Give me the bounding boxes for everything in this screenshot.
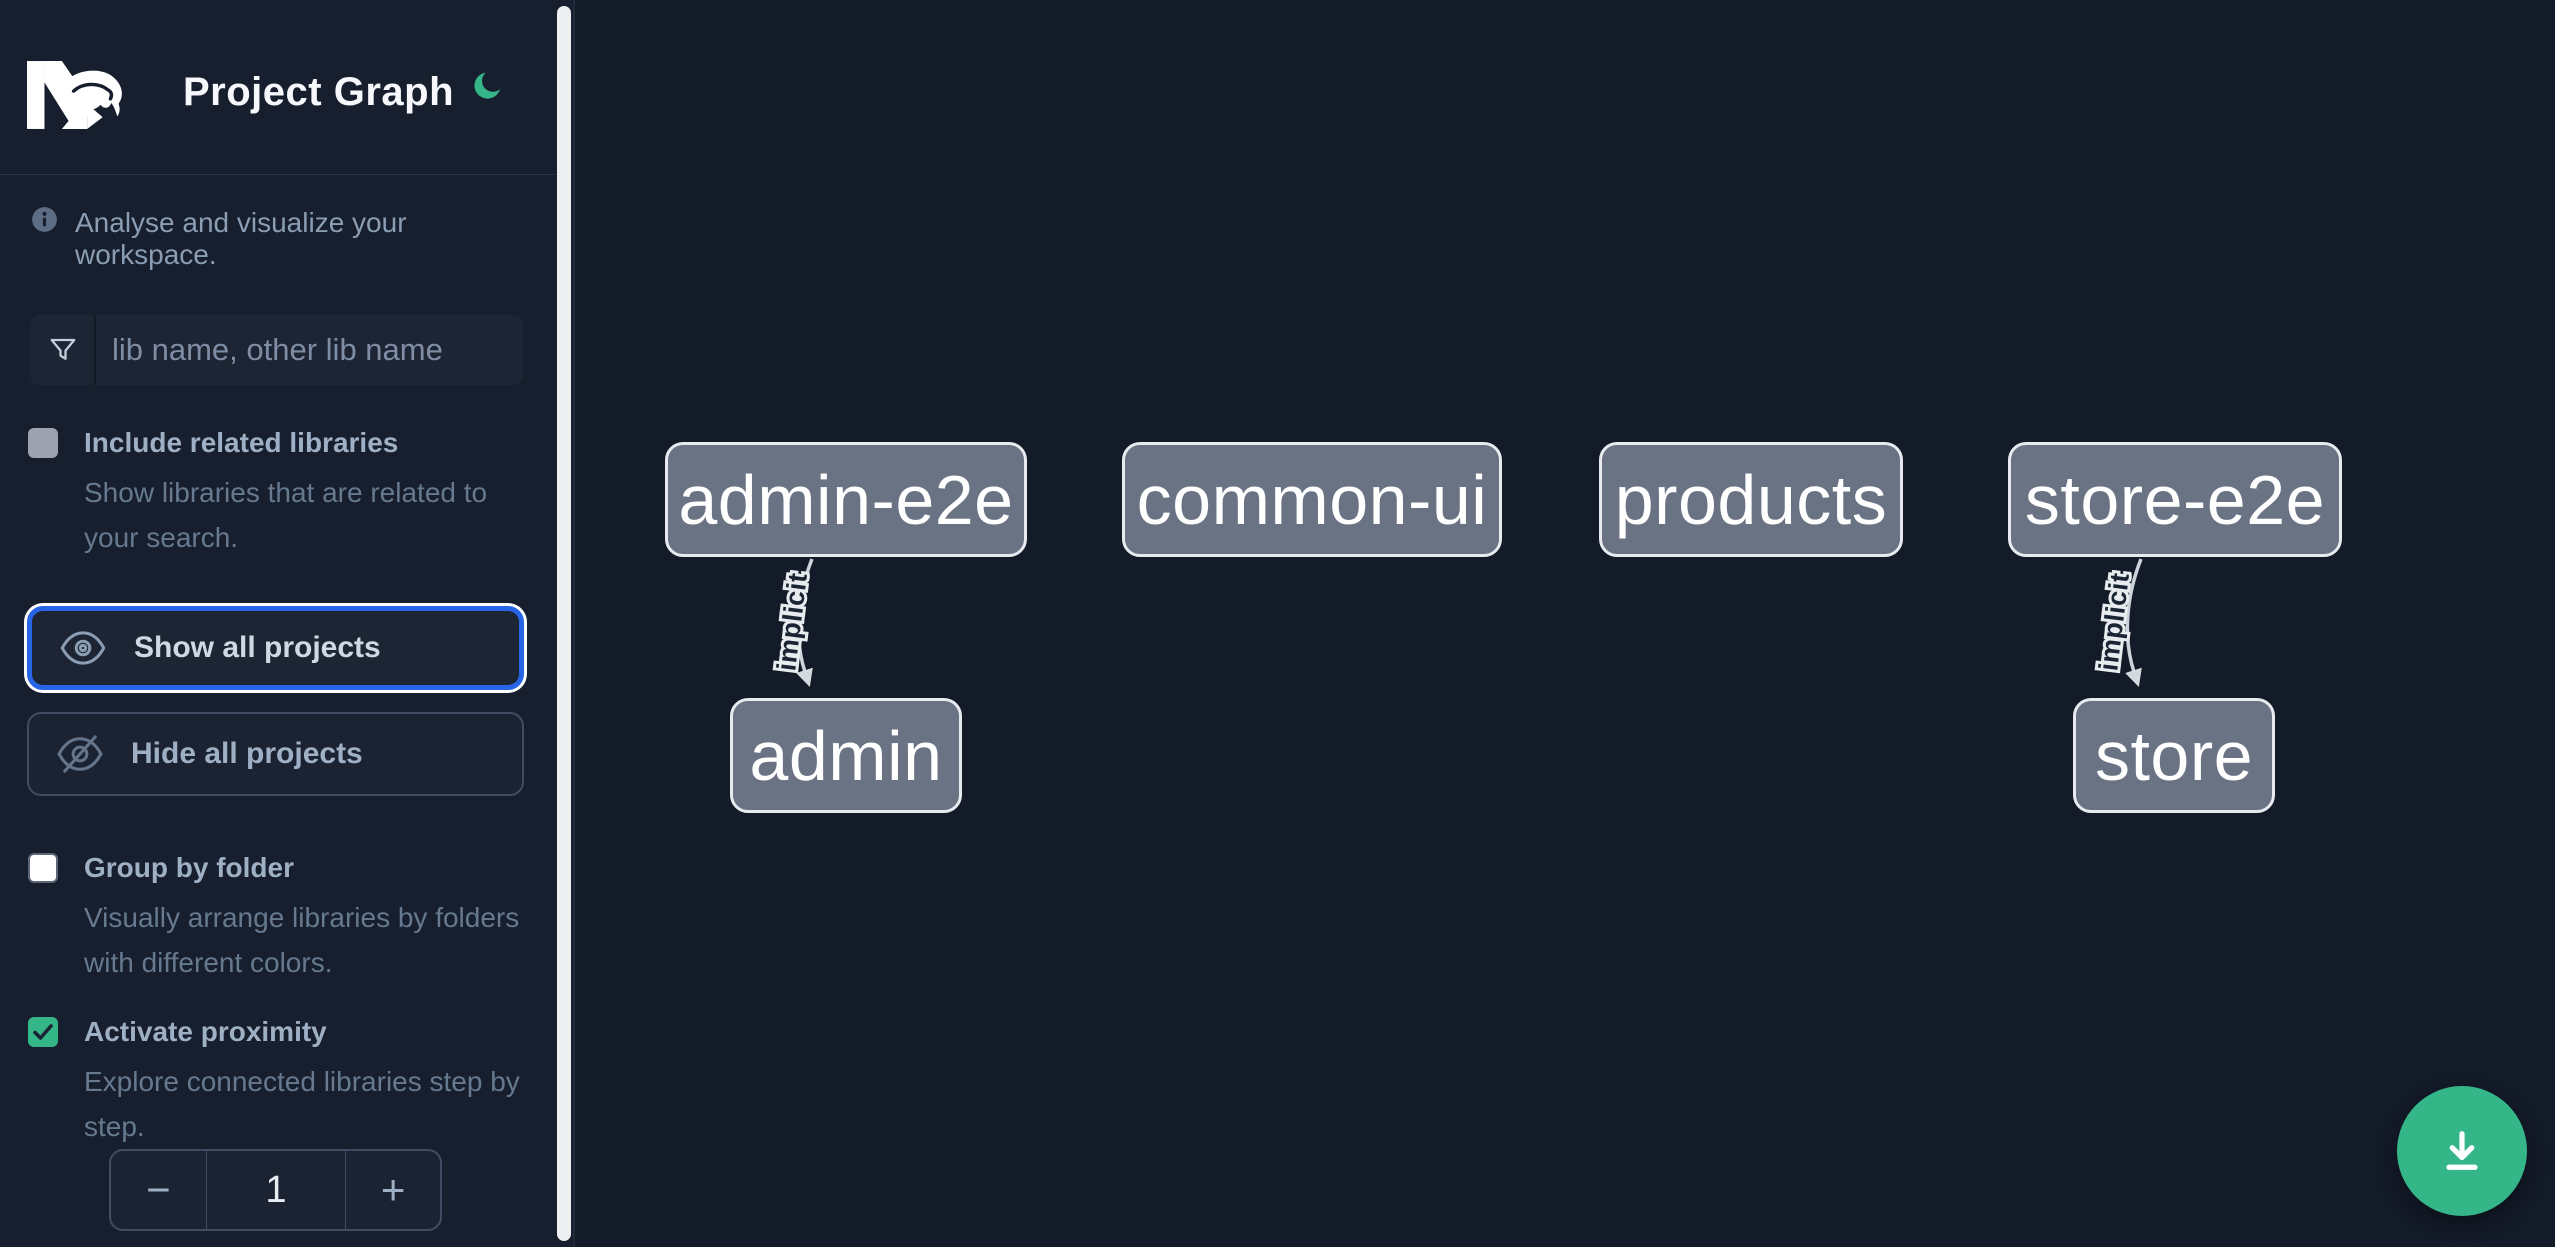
include-related-toggle: Include related libraries Show libraries… [0,425,530,560]
graph-node-store[interactable]: store [2073,698,2275,813]
download-image-button[interactable] [2397,1086,2527,1216]
filter-input[interactable] [112,315,512,385]
include-related-description: Show libraries that are related to your … [84,477,488,553]
group-by-folder-description: Visually arrange libraries by folders wi… [84,902,520,978]
eye-off-icon [57,735,103,773]
sidebar-header: Project Graph [0,0,556,175]
hide-all-projects-button[interactable]: Hide all projects [27,712,524,796]
group-by-folder-toggle: Group by folder Visually arrange librari… [0,850,530,985]
download-icon [2446,1131,2478,1170]
include-related-label: Include related libraries [84,427,399,458]
group-by-folder-label: Group by folder [84,852,294,883]
moon-icon [474,72,501,99]
sidebar: Project Graph Analyse and visualize your… [0,0,575,1247]
activate-proximity-label: Activate proximity [84,1016,327,1047]
show-all-projects-label: Show all projects [134,631,381,664]
include-related-checkbox[interactable] [28,428,58,458]
funnel-icon [50,338,76,360]
graph-node-admin[interactable]: admin [730,698,962,813]
filter-box [30,315,523,385]
activate-proximity-toggle: Activate proximity Explore connected lib… [0,1014,530,1149]
nx-logo [27,61,122,129]
activate-proximity-description: Explore connected libraries step by step… [84,1066,520,1142]
activate-proximity-checkbox[interactable] [28,1017,58,1047]
graph-canvas[interactable] [577,0,2555,1247]
sidebar-scrollbar[interactable] [557,6,571,1241]
graph-node-common-ui[interactable]: common-ui [1122,442,1502,557]
show-all-projects-button[interactable]: Show all projects [27,606,524,690]
graph-node-products[interactable]: products [1599,442,1903,557]
info-icon [32,207,57,232]
hide-all-projects-label: Hide all projects [131,737,363,770]
graph-node-store-e2e[interactable]: store-e2e [2008,442,2342,557]
graph-node-admin-e2e[interactable]: admin-e2e [665,442,1027,557]
tagline-row: Analyse and visualize your workspace. [31,204,531,270]
checkmark-icon [33,1024,53,1040]
proximity-increment-button[interactable]: + [345,1151,440,1229]
tagline-text: Analyse and visualize your workspace. [75,207,407,270]
filter-icon-cell [30,315,96,385]
proximity-stepper: − 1 + [109,1149,442,1231]
proximity-value[interactable]: 1 [265,1168,287,1211]
theme-toggle-button[interactable] [470,68,506,106]
proximity-decrement-button[interactable]: − [111,1151,207,1229]
eye-icon [60,631,106,665]
page-title: Project Graph [183,70,455,114]
group-by-folder-checkbox[interactable] [28,853,58,883]
